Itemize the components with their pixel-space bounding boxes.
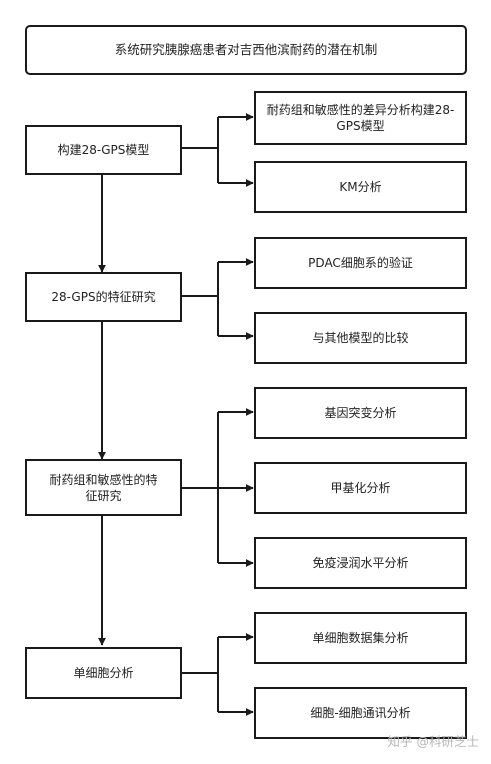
branch-label: 基因突变分析 — [324, 406, 397, 420]
branch-label: 免疫浸润水平分析 — [312, 556, 409, 570]
branch-label: PDAC细胞系的验证 — [308, 256, 413, 270]
stage-box-single-cell: 单细胞分析 — [25, 647, 182, 699]
stage-label: 构建28-GPS模型 — [57, 143, 150, 157]
branch-box-mutation-analysis: 基因突变分析 — [254, 387, 467, 439]
branch-box-methylation-analysis: 甲基化分析 — [254, 462, 467, 514]
watermark: 知乎 @科研芝士 — [387, 734, 479, 749]
stage-label: 耐药组和敏感性的特征研究 — [49, 472, 158, 503]
stage-label: 单细胞分析 — [73, 666, 134, 680]
branch-label: 甲基化分析 — [330, 481, 391, 495]
branch-label: 耐药组和敏感性的差异分析构建28-GPS模型 — [266, 103, 455, 133]
stage-label: 28-GPS的特征研究 — [51, 290, 156, 304]
stage-box-resistance-features: 耐药组和敏感性的特征研究 — [25, 459, 182, 516]
branch-box-km-analysis: KM分析 — [254, 161, 467, 213]
branch-box-diff-analysis: 耐药组和敏感性的差异分析构建28-GPS模型 — [254, 91, 467, 145]
branch-box-pdac-validation: PDAC细胞系的验证 — [254, 237, 467, 289]
branch-box-immune-infiltration: 免疫浸润水平分析 — [254, 537, 467, 589]
diagram-title-text: 系统研究胰腺癌患者对吉西他滨耐药的潜在机制 — [114, 42, 378, 57]
branch-label: 单细胞数据集分析 — [312, 631, 409, 645]
branch-box-single-cell-dataset: 单细胞数据集分析 — [254, 612, 467, 664]
branch-label: 细胞-细胞通讯分析 — [310, 706, 411, 720]
stage-box-build-model: 构建28-GPS模型 — [25, 125, 182, 175]
branch-box-model-comparison: 与其他模型的比较 — [254, 312, 467, 364]
branch-label: KM分析 — [339, 180, 382, 194]
branch-box-cell-communication: 细胞-细胞通讯分析 — [254, 687, 467, 739]
stage-box-gps-features: 28-GPS的特征研究 — [25, 272, 182, 322]
diagram-title: 系统研究胰腺癌患者对吉西他滨耐药的潜在机制 — [25, 25, 467, 75]
branch-label: 与其他模型的比较 — [312, 331, 409, 345]
